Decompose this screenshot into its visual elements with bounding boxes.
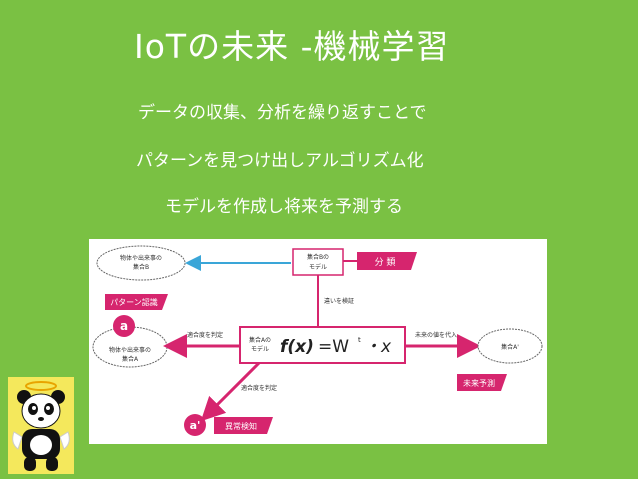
model-a-box: 集合Aの モデル f(x) =W t ・x [240,327,405,363]
svg-text:未来予測: 未来予測 [463,378,495,388]
pattern-label: パターン認識 [105,294,168,310]
model-b-text-2: モデル [309,263,327,271]
anomaly-label: 異常検知 [214,417,273,434]
panda-angel-icon [8,377,74,474]
cloud-set-b: 物体や出来事の 集合B [97,246,185,280]
formula-rest: ・x [364,337,392,357]
cloud-top-text-2: 集合B [133,263,149,271]
svg-text:分 類: 分 類 [375,257,396,268]
assign-label: 未来の値を代入 [415,331,457,339]
svg-text:パターン認識: パターン認識 [110,297,158,307]
bullet-line-2: パターンを見つけ出しアルゴリズム化 [136,146,424,171]
formula-fx: f(x) [280,337,314,357]
fit-label-bottom: 適合度を判定 [241,384,277,392]
cloud-right-text: 集合A' [501,343,519,351]
machine-learning-diagram: 物体や出来事の 集合B 集合Bの モデル 分 類 違いを検証 [89,239,547,444]
bullet-line-1: データの収集、分析を繰り返すことで [138,98,427,123]
model-b-text-1: 集合Bの [307,253,329,261]
formula-t: t [358,336,361,344]
circle-a-text: a [120,319,128,333]
cloud-set-a-prime: 集合A' [478,329,542,363]
cloud-set-a: a 物体や出来事の 集合A [93,315,167,367]
cloud-top-text-1: 物体や出来事の [120,254,162,262]
cloud-left-text-2: 集合A [122,355,139,363]
model-a-text-2: モデル [251,345,269,353]
forecast-label: 未来予測 [457,374,507,391]
model-b-box: 集合Bの モデル [293,249,343,275]
classify-label: 分 類 [357,252,417,270]
diagram-svg: 物体や出来事の 集合B 集合Bの モデル 分 類 違いを検証 [89,239,547,444]
slide-title: IoTの未来 -機械学習 [134,20,449,68]
svg-text:異常検知: 異常検知 [225,421,257,431]
cloud-left-text-1: 物体や出来事の [109,346,151,354]
circle-a-prime-text: a' [190,419,201,432]
model-a-text-1: 集合Aの [249,336,271,344]
fit-label-left: 適合度を判定 [187,331,223,339]
bullet-line-3: モデルを作成し将来を予測する [165,192,403,217]
formula-eq: =W [318,337,349,357]
verify-label: 違いを検証 [324,297,354,305]
